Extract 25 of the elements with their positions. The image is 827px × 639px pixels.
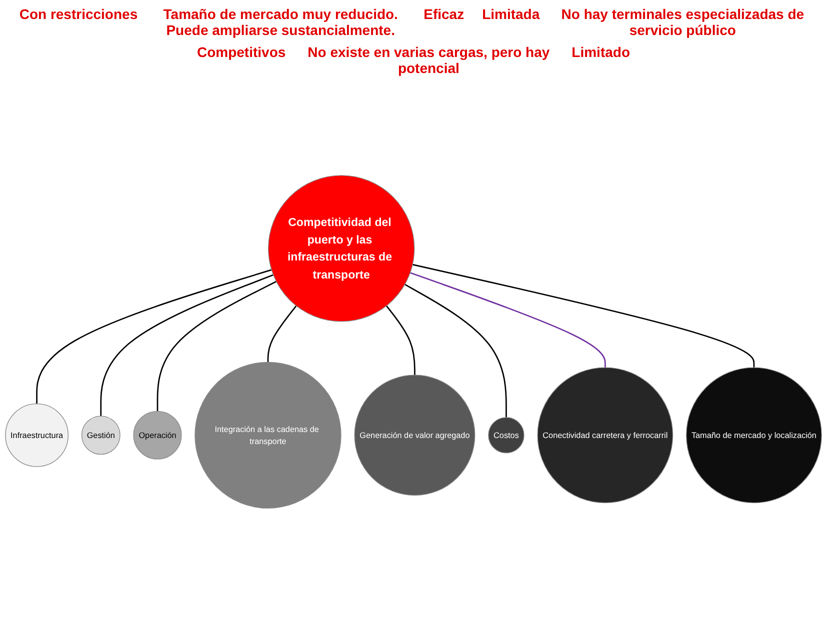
connector [267,306,297,362]
evaluation-note: No existe en varias cargas, pero hay potencial [306,44,551,76]
connector [100,274,274,416]
node-circle: Generación de valor agregado [354,374,476,496]
node-circle: Integración a las cadenas de transporte [194,362,342,509]
evaluation-note: Con restricciones [19,6,138,24]
connector [156,281,277,412]
connector [404,284,507,418]
connector [412,264,755,368]
evaluation-note: Limitado [572,44,630,62]
evaluation-note: Tamaño de mercado muy reducido. Puede ampliarse sustancialmente. [162,6,399,38]
connector [36,269,272,404]
node-circle: Costos [488,417,524,454]
evaluation-note: Limitada [482,6,540,24]
node-circle: Conectividad carretera y ferrocarril [537,367,674,504]
evaluation-note: No hay terminales especializadas de servicio público [560,6,806,38]
connector [386,306,416,376]
node-circle: Tamaño de mercado y localización [686,367,822,504]
node-circle: Infraestructura [5,404,68,468]
node-circle: Competitividad del puerto y las infraestructuras de transporte [268,175,415,322]
node-circle: Operación [133,411,182,460]
node-circle: Gestión [81,416,120,455]
evaluation-note: Competitivos [196,44,286,62]
connector [410,272,606,368]
evaluation-note: Eficaz [424,6,464,24]
